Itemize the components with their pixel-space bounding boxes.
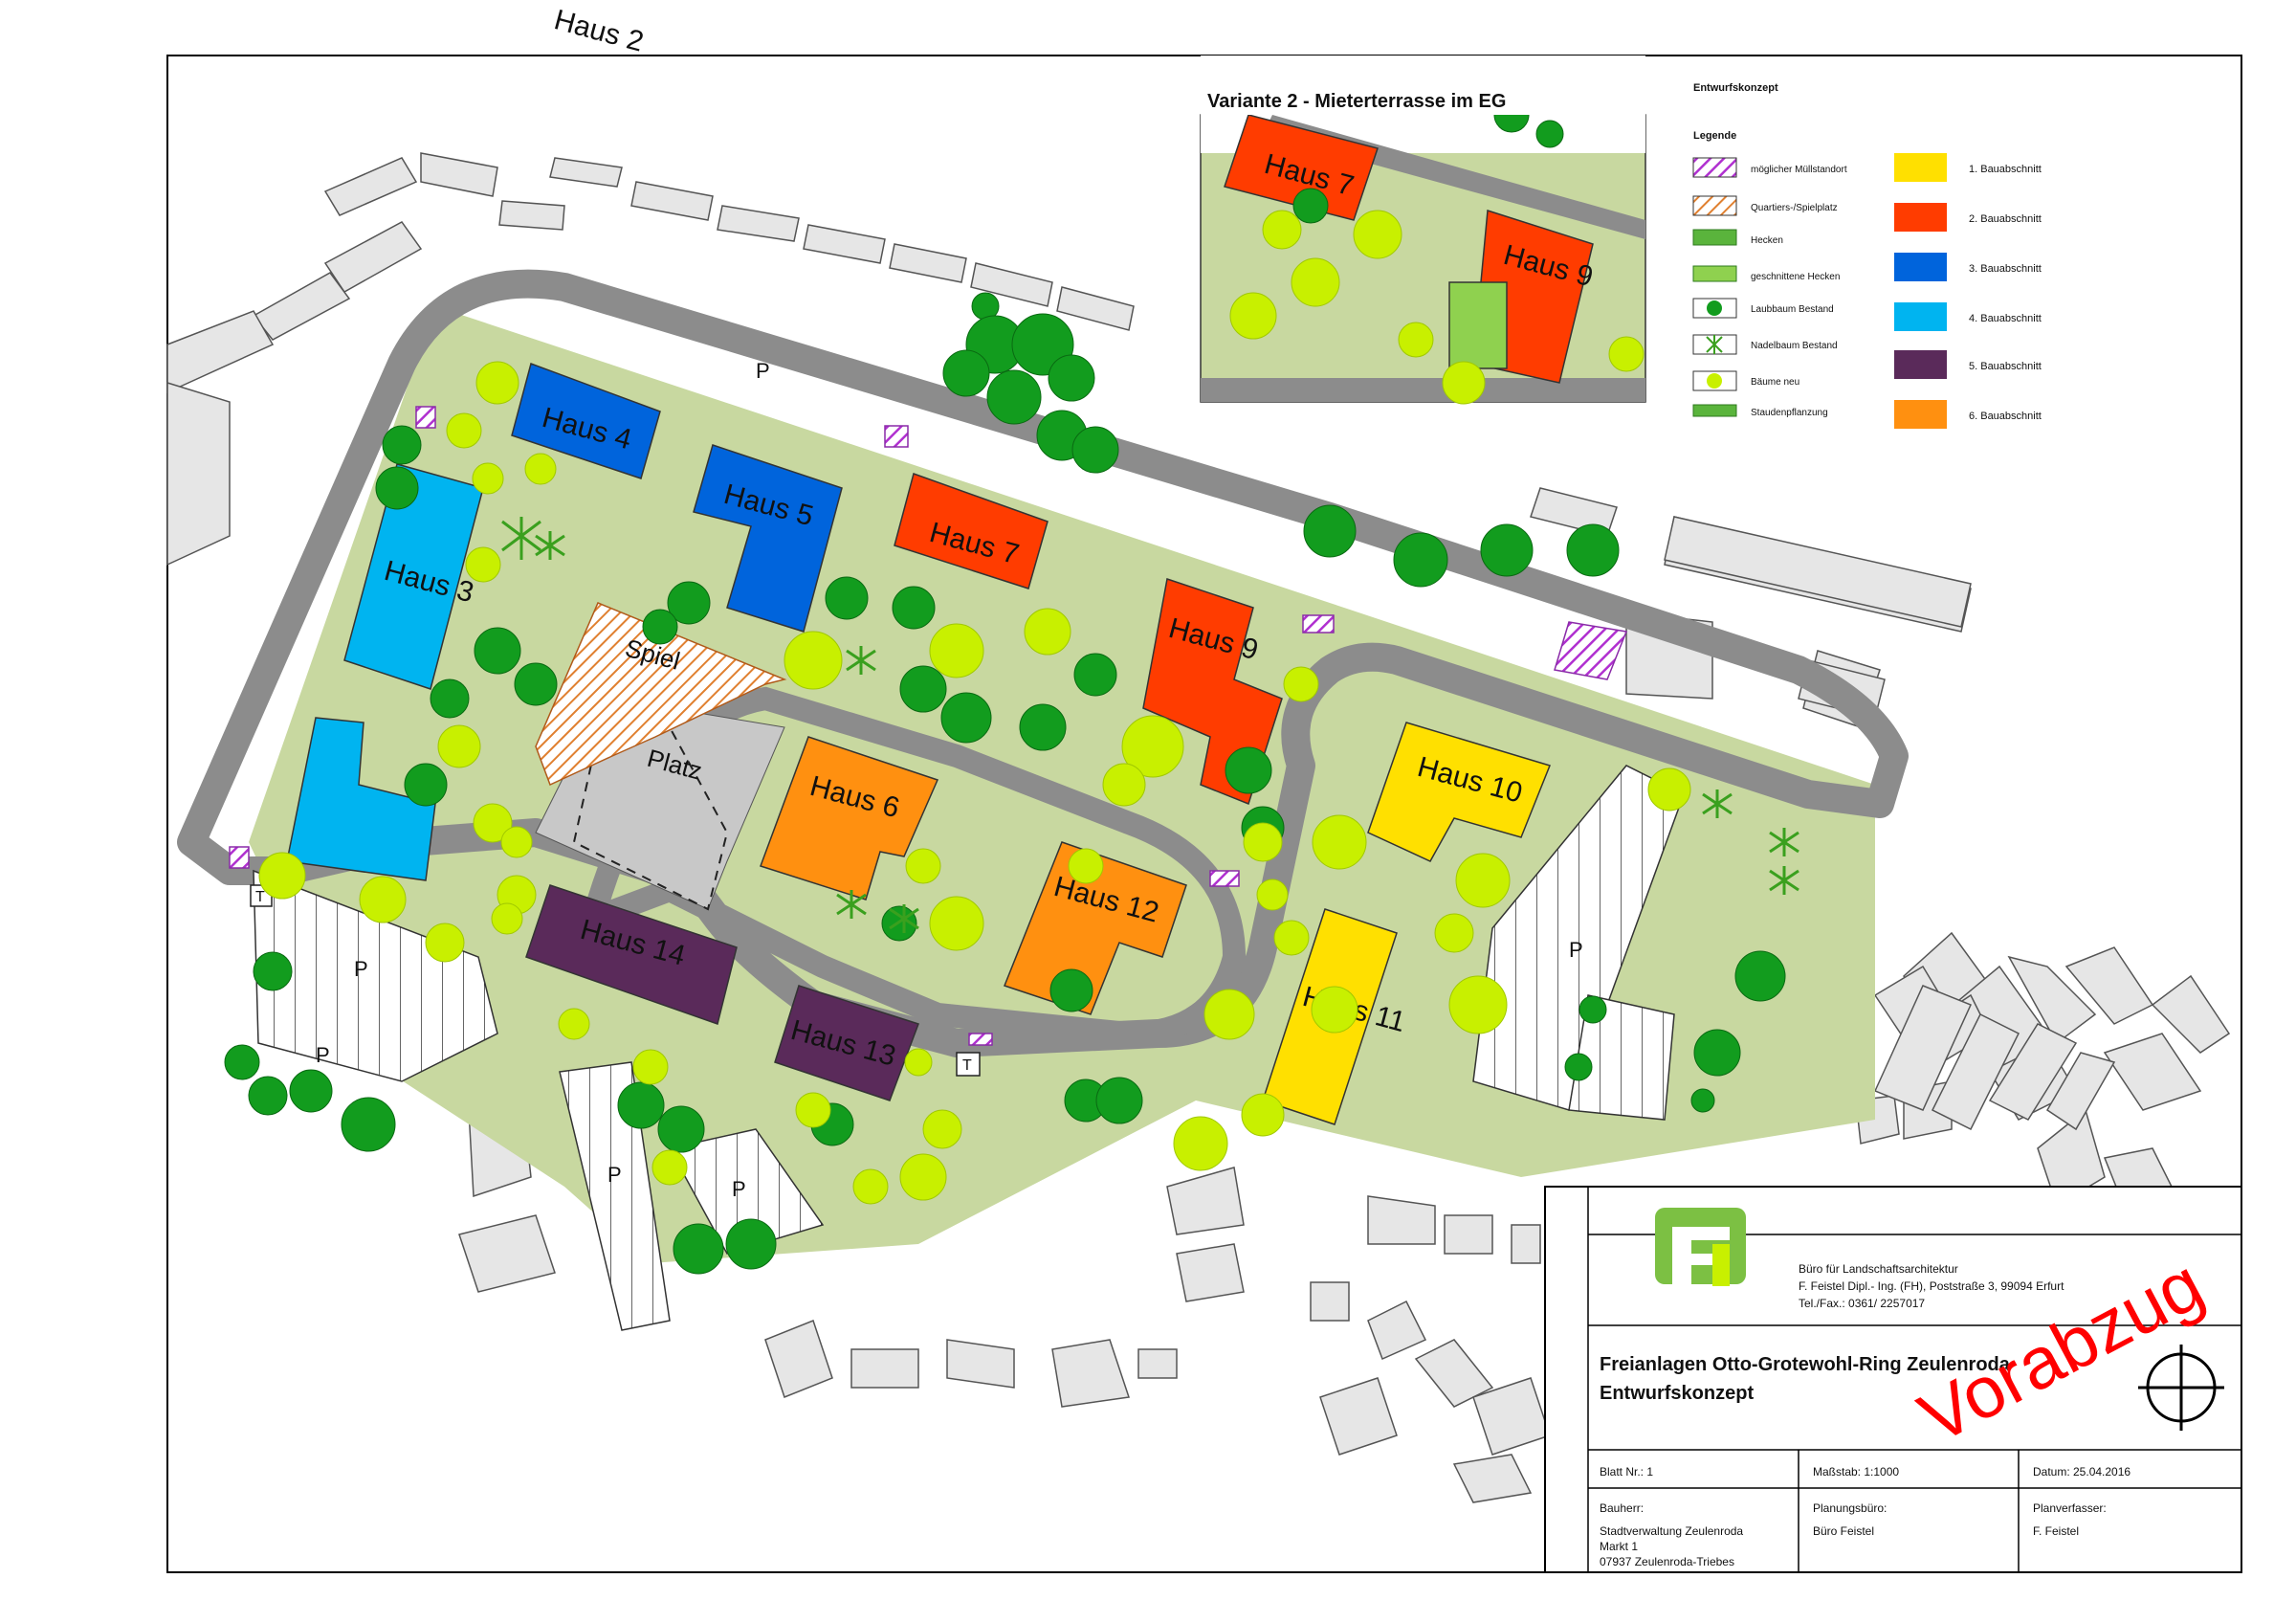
- trash-label: T: [962, 1057, 972, 1074]
- inset-terrace: [1448, 281, 1508, 369]
- new-tree-icon: [1707, 373, 1722, 389]
- ring-road: [177, 269, 1909, 1057]
- haus-4-shape: [511, 363, 661, 479]
- perennial-bed-icon: [1692, 404, 1737, 417]
- haus-12-shape: [1004, 841, 1187, 1015]
- inset-haus-7-shape: [1224, 114, 1379, 221]
- client-line: 07937 Zeulenroda-Triebes: [1600, 1555, 1734, 1568]
- house-label: Haus 2: [551, 4, 647, 57]
- phase-label: 3. Bauabschnitt: [1969, 263, 2042, 275]
- trash-label: T: [255, 889, 265, 905]
- legend-concept: Entwurfskonzept: [1693, 82, 1778, 94]
- client-line: Stadtverwaltung Zeulenroda: [1600, 1524, 1743, 1538]
- phase-swatch: [1894, 400, 1947, 429]
- haus-5-shape: [693, 444, 843, 633]
- legend-phases: 1. Bauabschnitt 2. Bauabschnitt 3. Bauab…: [1894, 153, 2042, 429]
- legend-label: Quartiers-/Spielplatz: [1751, 203, 1838, 213]
- phase-label: 1. Bauabschnitt: [1969, 164, 2042, 175]
- project-title: Freianlagen Otto-Grotewohl-Ring Zeulenro…: [1600, 1354, 2011, 1375]
- haus-7-shape: [894, 473, 1049, 589]
- office-address: F. Feistel Dipl.- Ing. (FH), Poststraße …: [1799, 1279, 2064, 1293]
- hedge-box: [1692, 229, 1737, 246]
- planning-office: Büro Feistel: [1813, 1524, 1874, 1538]
- phase-label: 6. Bauabschnitt: [1969, 411, 2042, 422]
- haus-10-shape: [1367, 722, 1552, 862]
- parking-areas: [253, 765, 1685, 1331]
- legend-label: Laubbaum Bestand: [1751, 304, 1834, 315]
- legend-label: geschnittene Hecken: [1751, 272, 1840, 282]
- legend: Entwurfskonzept Legende möglicher Müllst…: [1660, 62, 2234, 445]
- title-block: Büro für Landschaftsarchitektur F. Feist…: [1544, 1186, 2242, 1573]
- spielplatz: [535, 602, 787, 787]
- legend-title: Legende: [1693, 130, 1736, 142]
- scale: Maßstab: 1:1000: [1813, 1465, 1899, 1478]
- phase-label: 2. Bauabschnitt: [1969, 213, 2042, 225]
- conifer-trees: [501, 517, 1799, 933]
- haus-6-shape: [760, 736, 939, 900]
- phase-swatch: [1894, 203, 1947, 232]
- legend-label: Staudenpflanzung: [1751, 408, 1828, 418]
- parking-label: P: [354, 957, 368, 981]
- project-subtitle: Entwurfskonzept: [1600, 1383, 1754, 1404]
- phase-swatch: [1894, 302, 1947, 331]
- phase-label: 4. Bauabschnitt: [1969, 313, 2042, 324]
- legend-label: Hecken: [1751, 235, 1783, 246]
- parking-label: P: [607, 1163, 622, 1187]
- parking-label: P: [756, 359, 770, 383]
- trash-marker: [956, 1052, 981, 1077]
- conifer-tree-icon: [1706, 335, 1723, 354]
- client-line: Markt 1: [1600, 1540, 1638, 1553]
- phase-swatch: [1894, 350, 1947, 379]
- hatched-orange-box: [1692, 195, 1737, 216]
- parking-label: P: [732, 1177, 746, 1201]
- office-logo: [1655, 1208, 1746, 1286]
- phase-label: 5. Bauabschnitt: [1969, 361, 2042, 372]
- sheet-number: Blatt Nr.: 1: [1600, 1465, 1653, 1478]
- parking-label: P: [1569, 938, 1583, 962]
- north-arrow-icon: [2138, 1345, 2224, 1431]
- new-trees: [258, 361, 1691, 1205]
- phase-swatch: [1894, 153, 1947, 182]
- deciduous-tree-icon: [1707, 300, 1722, 316]
- haus-13-shape: [774, 985, 919, 1101]
- author: F. Feistel: [2033, 1524, 2079, 1538]
- office-phone: Tel./Fax.: 0361/ 2257017: [1799, 1297, 1925, 1310]
- legend-label: Nadelbaum Bestand: [1751, 341, 1838, 351]
- client-label: Bauherr:: [1600, 1501, 1644, 1515]
- office-name: Büro für Landschaftsarchitektur: [1799, 1262, 1958, 1276]
- planning-office-label: Planungsbüro:: [1813, 1501, 1887, 1515]
- haus-14-shape: [525, 884, 738, 1025]
- haus-3-shape: [343, 463, 484, 690]
- context-blocks-east: [1664, 516, 2116, 1131]
- waste-locations: [229, 406, 1628, 1046]
- date: Datum: 25.04.2016: [2033, 1465, 2130, 1478]
- parking-label: P: [316, 1043, 330, 1067]
- legend-label: möglicher Müllstandort: [1751, 165, 1847, 175]
- legend-label: Bäume neu: [1751, 377, 1799, 388]
- author-label: Planverfasser:: [2033, 1501, 2107, 1515]
- hatched-purple-box: [1692, 157, 1737, 178]
- inset-plan: Variante 2 - Mieterterrasse im EG Haus 7…: [1200, 56, 1646, 405]
- trash-points: T T: [250, 884, 981, 1077]
- legend-symbols: möglicher Müllstandort Quartiers-/Spielp…: [1692, 157, 1847, 418]
- cut-hedge-box: [1692, 265, 1737, 282]
- inset-title: Variante 2 - Mieterterrasse im EG: [1207, 91, 1506, 112]
- phase-swatch: [1894, 253, 1947, 281]
- existing-trees: [224, 292, 1786, 1275]
